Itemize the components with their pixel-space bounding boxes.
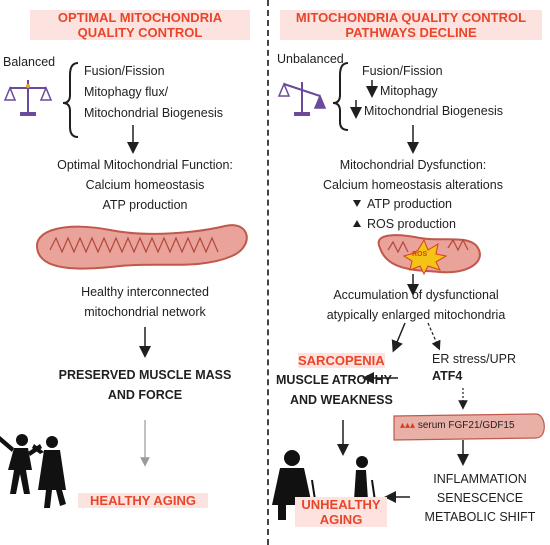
right-effects-block: INFLAMMATION SENESCENCE METABOLIC SHIFT — [412, 472, 548, 525]
ros-up-triangle — [353, 220, 361, 227]
balanced-label: Balanced — [3, 55, 56, 69]
left-function-atp: ATP production — [102, 198, 188, 212]
unbalanced-scale-icon — [277, 82, 327, 116]
left-title: OPTIMAL MITOCHONDRIA QUALITY CONTROL — [30, 10, 250, 40]
left-function-block: Optimal Mitochondrial Function: Calcium … — [30, 158, 260, 213]
left-item-fusion: Fusion/Fission — [84, 64, 165, 78]
unbalanced-label: Unbalanced — [277, 52, 344, 66]
effect-inflammation: INFLAMMATION — [433, 472, 527, 486]
left-brace — [62, 62, 79, 138]
serum-up-arrows-icon: ▴▴▴ — [400, 420, 416, 431]
left-network-block: Healthy interconnected mitochondrial net… — [30, 285, 260, 320]
right-title-line2: PATHWAYS DECLINE — [345, 25, 477, 40]
left-function-heading: Optimal Mitochondrial Function: — [57, 158, 233, 172]
right-accumulation-line2: atypically enlarged mitochondria — [326, 308, 506, 322]
right-item-biogenesis: Mitochondrial Biogenesis — [364, 104, 503, 118]
left-muscle-line2: AND FORCE — [107, 388, 183, 402]
atrophy-line1: MUSCLE ATROPHY — [276, 373, 392, 387]
right-title: MITOCHONDRIA QUALITY CONTROL PATHWAYS DE… — [280, 10, 542, 40]
right-title-line1: MITOCHONDRIA QUALITY CONTROL — [295, 10, 527, 25]
ros-burst-label: ROS — [412, 251, 428, 258]
right-item-fusion: Fusion/Fission — [362, 64, 443, 78]
atrophy-line2: AND WEAKNESS — [290, 393, 393, 407]
left-item-biogenesis: Mitochondrial Biogenesis — [84, 106, 223, 120]
right-dysfunction-calcium: Calcium homeostasis alterations — [323, 178, 503, 192]
left-item-mitophagy: Mitophagy flux/ — [84, 85, 169, 99]
left-network-line2: mitochondrial network — [84, 305, 206, 319]
atp-down-triangle — [353, 200, 361, 207]
serum-factor: FGF21/GDF15 — [448, 420, 515, 431]
serum-prefix: serum — [417, 420, 446, 431]
unhealthy-aging-line2: AGING — [319, 512, 363, 527]
effect-metabolic-shift: METABOLIC SHIFT — [424, 510, 536, 524]
er-stress-label: ER stress/UPR — [432, 352, 517, 366]
ros-burst-icon — [402, 238, 448, 276]
healthy-aging-label: HEALTHY AGING — [78, 493, 208, 508]
left-title-line2: QUALITY CONTROL — [77, 25, 203, 40]
serum-factors-label: ▴▴▴ serum FGF21/GDF15 — [400, 420, 515, 432]
right-accumulation-block: Accumulation of dysfunctional atypically… — [290, 288, 542, 323]
right-atp-label: ATP production — [367, 197, 453, 211]
arrow-to-er-stress — [427, 322, 441, 351]
effect-senescence: SENESCENCE — [436, 491, 524, 505]
left-muscle-block: PRESERVED MUSCLE MASS AND FORCE — [20, 368, 270, 403]
right-accumulation-line1: Accumulation of dysfunctional — [333, 288, 499, 302]
unhealthy-aging-label: UNHEALTHY AGING — [295, 497, 387, 527]
left-title-line1: OPTIMAL MITOCHONDRIA — [57, 10, 223, 25]
muscle-fiber-icon — [393, 413, 545, 441]
healthy-mitochondrion-icon — [35, 224, 248, 270]
active-elderly-silhouettes-icon — [0, 434, 66, 508]
atf4-label: ATF4 — [432, 369, 463, 383]
left-network-line1: Healthy interconnected — [81, 285, 209, 299]
arrow-to-sarcopenia — [391, 322, 406, 353]
right-dysfunction-heading: Mitochondrial Dysfunction: — [339, 158, 487, 172]
center-divider — [267, 0, 269, 545]
left-function-calcium: Calcium homeostasis — [85, 178, 205, 192]
balanced-scale-icon — [3, 80, 53, 116]
right-dysfunction-block: Mitochondrial Dysfunction: Calcium homeo… — [278, 158, 548, 193]
left-muscle-line1: PRESERVED MUSCLE MASS — [58, 368, 232, 382]
right-brace — [332, 62, 349, 131]
sarcopenia-label: SARCOPENIA — [298, 353, 385, 368]
unhealthy-aging-line1: UNHEALTHY — [301, 497, 381, 512]
right-item-mitophagy: Mitophagy — [380, 84, 438, 98]
right-ros-label: ROS production — [367, 217, 456, 231]
